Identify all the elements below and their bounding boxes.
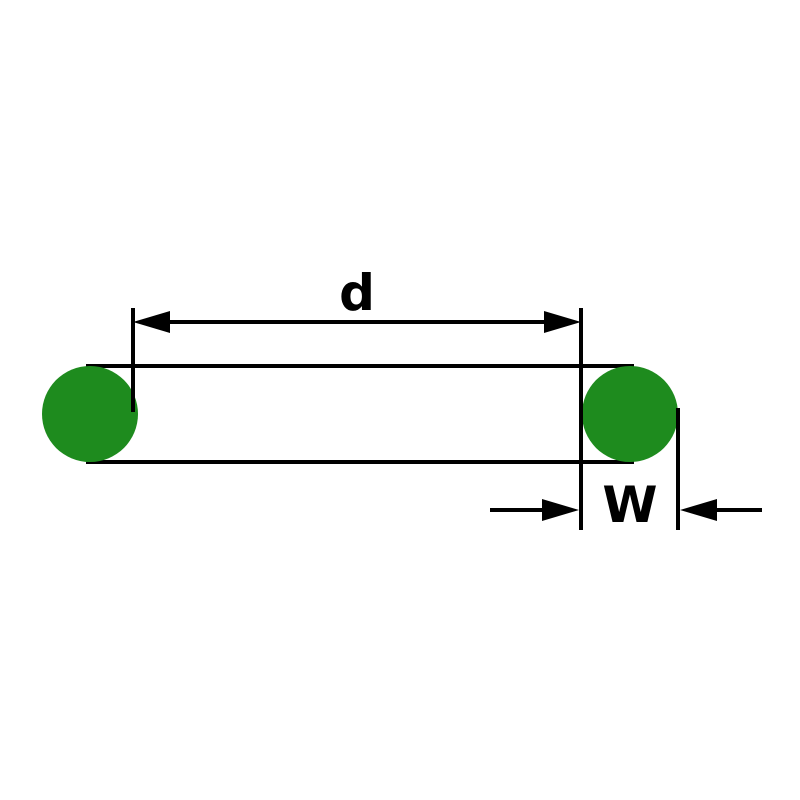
diameter-arrowhead-right	[544, 311, 581, 333]
width-arrowhead-right	[680, 499, 717, 521]
oring-cross-section-left	[42, 366, 138, 462]
oring-cross-section-right	[582, 366, 678, 462]
width-label: W	[602, 476, 657, 534]
width-arrowhead-left	[542, 499, 579, 521]
diameter-label: d	[339, 264, 375, 322]
diameter-arrowhead-left	[133, 311, 170, 333]
